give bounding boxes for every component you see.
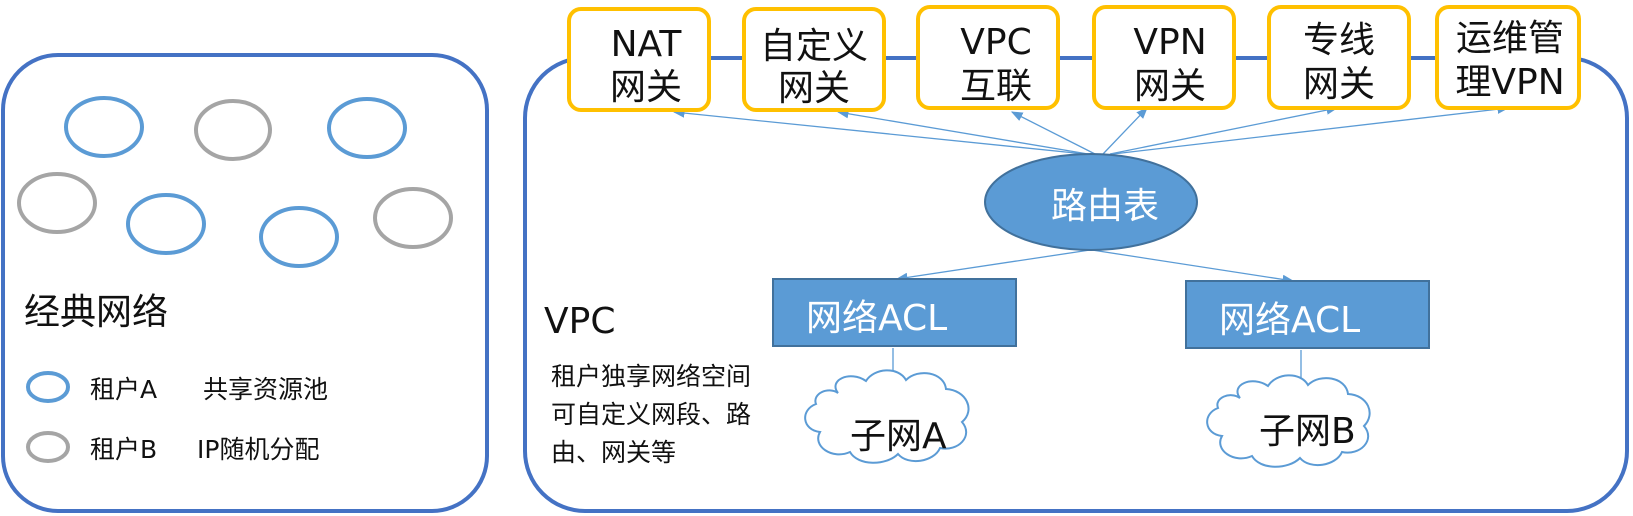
gateway-custom-line2: 网关 [778, 68, 850, 109]
classic-network-panel: 经典网络 租户A 共享资源池 租户B IP随机分配 [1, 53, 489, 513]
gateway-direct-connect: 专线 网关 [1267, 5, 1411, 110]
vpc-description-line1: 租户独享网络空间 [551, 362, 751, 391]
tenant-b-circle [194, 99, 272, 161]
gateway-ops-vpn: 运维管 理VPN [1435, 5, 1581, 110]
gateway-vpn-line2: 网关 [1134, 66, 1206, 107]
subnet-b-label: 子网B [1259, 411, 1356, 452]
classic-network-title: 经典网络 [24, 292, 168, 333]
route-to-ops-vpn-arrow [1112, 104, 1510, 155]
legend-tenant-b-swatch [26, 431, 70, 463]
classic-network-border [1, 53, 489, 513]
gateway-vpc-peering-line1: VPC [960, 22, 1031, 63]
subnet-a-label: 子网A [850, 416, 947, 457]
network-acl-a-label: 网络ACL [806, 298, 947, 339]
tenant-b-circle [373, 187, 453, 249]
gateway-nat-line2: 网关 [610, 67, 682, 108]
route-to-vpn-arrow [1102, 107, 1148, 155]
legend-tenant-a-desc: 共享资源池 [203, 375, 328, 404]
route-to-custom-arrow [836, 109, 1089, 155]
network-acl-b-label: 网络ACL [1219, 300, 1360, 341]
gateway-direct-connect-line2: 网关 [1303, 64, 1375, 105]
network-acl-a: 网络ACL [772, 278, 1017, 347]
tenant-b-circle [17, 172, 97, 234]
tenant-a-circle [126, 193, 206, 255]
vpc-panel: NAT 网关 自定义 网关 VPC 互联 VPN 网关 专线 网关 运维管 理V… [523, 5, 1629, 513]
route-to-nat-arrow [672, 108, 1086, 155]
subnet-a-cloud: 子网A [804, 369, 970, 464]
route-table-label: 路由表 [1051, 186, 1159, 227]
route-to-acl-a-arrow [895, 249, 1091, 283]
route-to-vpc-peering-arrow [1010, 111, 1096, 155]
gateway-ops-vpn-line1: 运维管 [1456, 18, 1564, 59]
route-to-acl-b-arrow [1091, 249, 1295, 285]
route-table: 路由表 [984, 153, 1198, 251]
route-to-direct-connect-arrow [1109, 105, 1339, 155]
gateway-vpc-peering-line2: 互联 [960, 66, 1032, 107]
tenant-a-circle [64, 96, 144, 158]
vpc-description-line3: 由、网关等 [551, 438, 676, 467]
legend-tenant-b-label: 租户B [90, 435, 157, 464]
gateway-ops-vpn-line2: 理VPN [1455, 62, 1564, 103]
legend-tenant-b-desc: IP随机分配 [197, 435, 319, 464]
legend-tenant-a-label: 租户A [90, 375, 157, 404]
tenant-a-circle [259, 206, 339, 268]
legend-tenant-a-swatch [26, 371, 70, 403]
gateway-nat-line1: NAT [611, 24, 683, 65]
vpc-title: VPC [544, 301, 615, 342]
gateway-vpn: VPN 网关 [1092, 5, 1236, 110]
gateway-custom: 自定义 网关 [742, 7, 886, 112]
gateway-nat: NAT 网关 [567, 7, 711, 112]
gateway-custom-line1: 自定义 [760, 26, 868, 67]
gateway-direct-connect-line1: 专线 [1303, 20, 1375, 61]
vpc-border [523, 56, 1629, 513]
subnet-b-cloud: 子网B [1206, 374, 1371, 468]
tenant-a-circle [327, 97, 407, 159]
vpc-description-line2: 可自定义网段、路 [551, 400, 751, 429]
gateway-vpc-peering: VPC 互联 [916, 5, 1060, 110]
network-acl-b: 网络ACL [1185, 280, 1430, 349]
gateway-vpn-line1: VPN [1133, 22, 1206, 63]
